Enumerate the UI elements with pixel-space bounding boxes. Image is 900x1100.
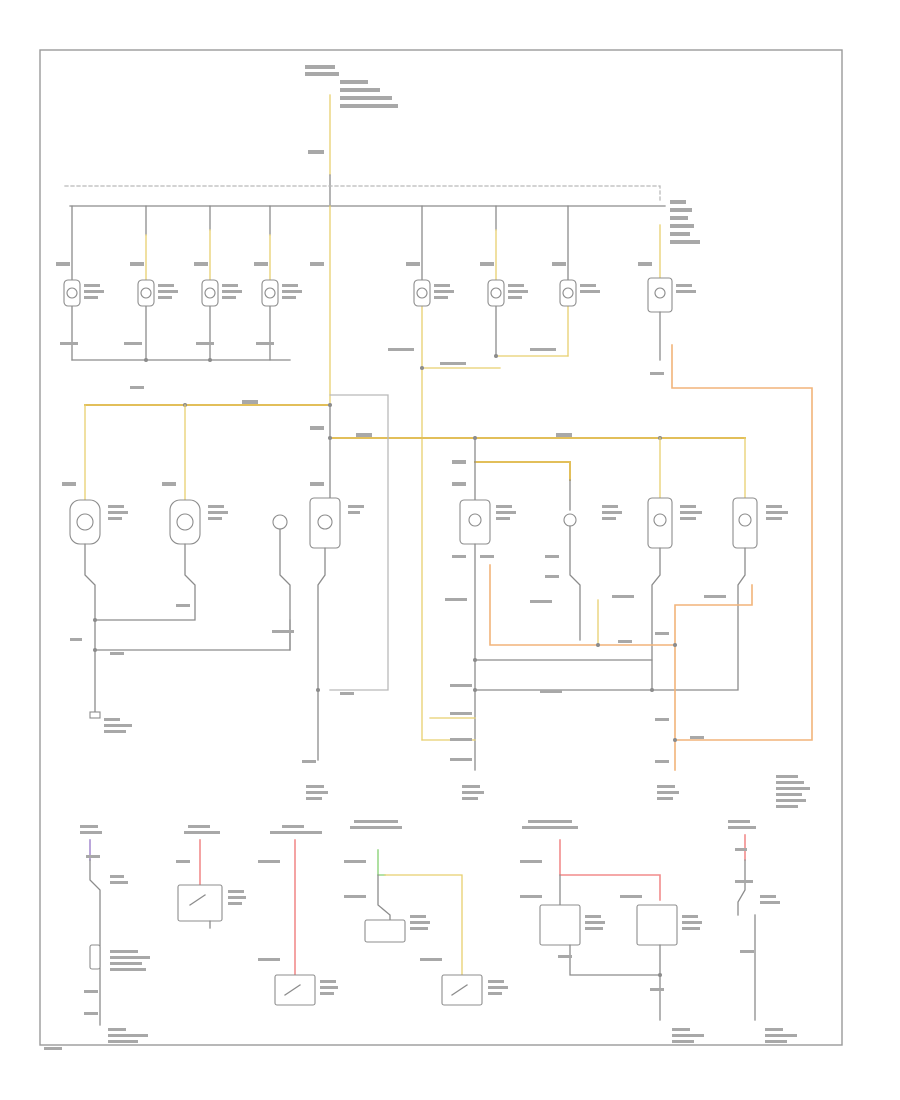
upper-lamp-row bbox=[56, 205, 813, 741]
diagram-frame bbox=[39, 49, 843, 1046]
middle-lamp-right bbox=[421, 437, 788, 800]
fuse-feed bbox=[305, 65, 398, 206]
top-bus bbox=[64, 185, 700, 244]
bottom-switches bbox=[44, 775, 810, 1050]
middle-lamp-left bbox=[62, 404, 364, 800]
middle-bus bbox=[84, 394, 746, 691]
